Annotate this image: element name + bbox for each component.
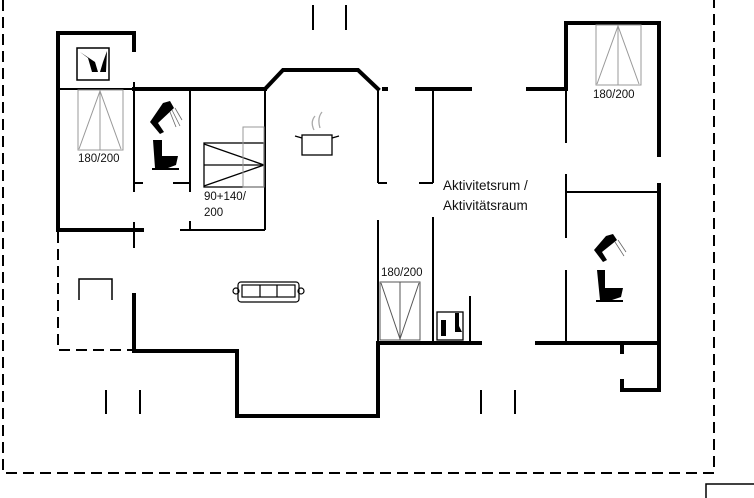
bed-size-label: 180/200 — [593, 89, 635, 101]
stairs-icon — [203, 126, 266, 188]
cooking-pot-icon — [294, 111, 340, 156]
room-label: Aktivitätsraum — [443, 198, 528, 213]
sauna-icon — [436, 311, 464, 341]
bed-size-label: 200 — [204, 207, 224, 219]
property-boundary — [2, 0, 715, 474]
interior-walls — [58, 5, 659, 414]
washer-dryer-icon — [76, 47, 110, 81]
bed-size-label: 180/200 — [381, 267, 423, 279]
walls — [56, 21, 661, 418]
bed-size-label: 180/200 — [78, 153, 120, 165]
sofa-icon — [232, 281, 305, 303]
shower-icon — [150, 101, 627, 262]
toilet-icon — [152, 140, 623, 302]
north-marker — [705, 483, 754, 498]
bed-size-label: 90+140/ — [204, 191, 246, 203]
bed-icon — [77, 24, 642, 341]
room-label: Aktivitetsrum / — [443, 178, 528, 193]
